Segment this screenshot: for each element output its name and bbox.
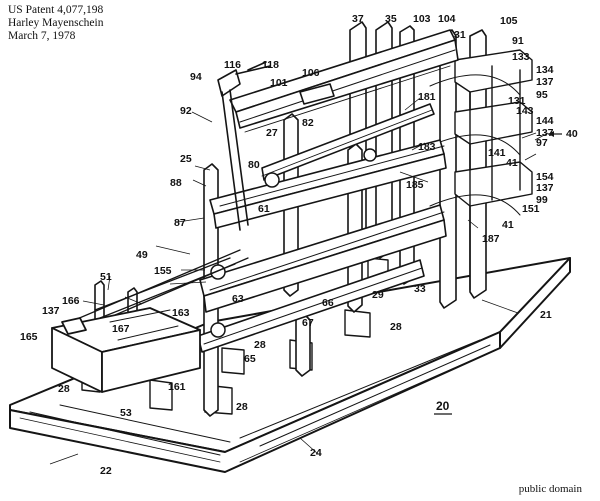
balls xyxy=(210,148,377,338)
ref-25: 25 xyxy=(180,153,192,165)
crank-lever xyxy=(217,61,335,231)
ref-106: 106 xyxy=(302,67,320,79)
ref-29: 29 xyxy=(372,289,384,301)
ref-51: 51 xyxy=(100,271,112,283)
inclined-ramps xyxy=(197,29,459,353)
ref-92: 92 xyxy=(180,105,192,117)
ref-49: 49 xyxy=(136,249,148,261)
ref-118: 118 xyxy=(262,59,279,71)
ref-95: 95 xyxy=(536,89,548,101)
patent-caption: US Patent 4,077,198 Harley Mayenschein M… xyxy=(8,4,103,43)
ref-103: 103 xyxy=(413,13,431,25)
ref-143: 143 xyxy=(516,105,534,117)
ref-28b: 28 xyxy=(254,339,266,351)
leader-lines xyxy=(49,97,549,465)
ref-137b: 137 xyxy=(536,127,554,139)
helix-trays xyxy=(429,49,533,291)
ref-87: 87 xyxy=(174,217,186,229)
ref-35: 35 xyxy=(385,13,397,25)
ref-167: 167 xyxy=(112,323,130,335)
ref-28c: 28 xyxy=(58,383,70,395)
ref-66: 66 xyxy=(322,297,334,309)
ref-161: 161 xyxy=(168,381,186,393)
license-credit: public domain xyxy=(518,483,582,495)
ref-137a: 137 xyxy=(536,76,554,88)
ref-91: 91 xyxy=(512,35,524,47)
ref-65: 65 xyxy=(244,353,256,365)
ref-27: 27 xyxy=(266,127,278,139)
ref-137d: 137 xyxy=(42,305,60,317)
ref-133: 133 xyxy=(512,51,530,63)
ref-28d: 28 xyxy=(236,401,248,413)
ref-63: 63 xyxy=(232,293,244,305)
ref-61: 61 xyxy=(258,203,270,215)
ref-31: 31 xyxy=(454,29,466,41)
figure-number: 20 xyxy=(436,399,450,413)
ref-28a: 28 xyxy=(390,321,402,333)
inventor-name: Harley Mayenschein xyxy=(8,17,104,29)
collection-box xyxy=(51,307,201,393)
ref-116: 116 xyxy=(224,59,241,71)
ref-163: 163 xyxy=(172,307,190,319)
ref-101: 101 xyxy=(270,77,288,89)
ref-80: 80 xyxy=(248,159,260,171)
arrow-40 xyxy=(548,131,562,137)
ref-40: 40 xyxy=(566,128,578,140)
ref-24: 24 xyxy=(310,447,322,459)
ref-154: 154 xyxy=(536,171,554,183)
ref-21: 21 xyxy=(540,309,552,321)
patent-date: March 7, 1978 xyxy=(8,30,76,42)
ref-37a: 37 xyxy=(352,13,364,25)
ref-67: 67 xyxy=(302,317,314,329)
ref-165: 165 xyxy=(20,331,38,343)
ref-151: 151 xyxy=(522,203,540,215)
ref-185: 185 xyxy=(406,179,424,191)
ref-53: 53 xyxy=(120,407,132,419)
ref-82: 82 xyxy=(302,117,314,129)
ref-155: 155 xyxy=(154,265,172,277)
ref-88: 88 xyxy=(170,177,182,189)
ref-144: 144 xyxy=(536,115,554,127)
ref-187: 187 xyxy=(482,233,500,245)
ref-183: 183 xyxy=(418,141,436,153)
ref-22: 22 xyxy=(100,465,112,477)
ref-134: 134 xyxy=(536,64,554,76)
ref-105: 105 xyxy=(500,15,518,27)
ref-141: 141 xyxy=(488,147,506,159)
ref-104: 104 xyxy=(438,13,456,25)
reference-labels: 37 35 103 104 105 31 91 133 134 137 95 1… xyxy=(20,13,578,477)
ref-41b: 41 xyxy=(502,219,514,231)
ref-41a: 41 xyxy=(506,157,518,169)
ref-181: 181 xyxy=(418,91,436,103)
ref-166: 166 xyxy=(62,295,80,307)
ref-33: 33 xyxy=(414,283,426,295)
ref-131: 131 xyxy=(508,95,526,107)
patent-number: US Patent 4,077,198 xyxy=(8,4,104,16)
ref-94: 94 xyxy=(190,71,202,83)
ref-97: 97 xyxy=(536,137,548,149)
ref-99: 99 xyxy=(536,194,548,206)
ref-137c: 137 xyxy=(536,182,554,194)
